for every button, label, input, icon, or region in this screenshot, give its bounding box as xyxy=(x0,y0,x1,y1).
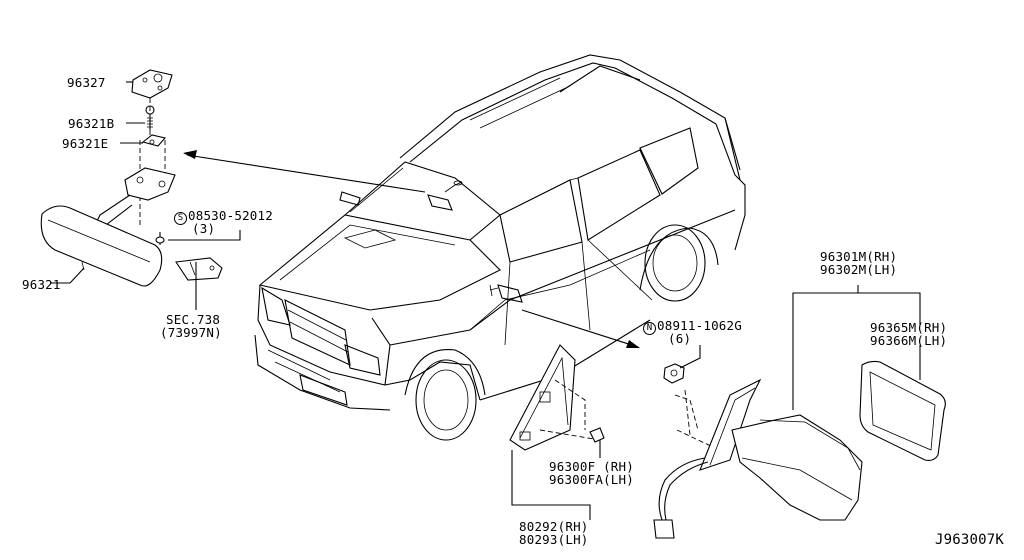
s-circle-icon: S xyxy=(174,212,187,225)
leader-lines xyxy=(50,81,921,520)
part-label-96321: 96321 xyxy=(22,277,61,292)
part-label-80293: 80293(LH) xyxy=(519,532,589,547)
interior-mirror-assembly xyxy=(40,69,223,287)
part-qty-08530: (3) xyxy=(192,221,216,236)
part-label-96300f: 96300F (RH) xyxy=(549,459,634,474)
part-label-96300fa: 96300FA(LH) xyxy=(549,472,634,487)
part-label-80292: 80292(RH) xyxy=(519,519,589,534)
part-number: 08530-52012 xyxy=(188,208,273,223)
part-qty-08911: (6) xyxy=(668,331,692,346)
part-label-96366m: 96366M(LH) xyxy=(870,333,948,348)
part-number: 08911-1062G xyxy=(657,318,742,333)
part-label-96301m: 96301M(RH) xyxy=(820,249,898,264)
part-label-96321b: 96321B xyxy=(68,116,115,131)
part-label-96302m: 96302M(LH) xyxy=(820,262,898,277)
section-label-738: SEC.738 xyxy=(166,312,221,327)
diagram-id: J963007K xyxy=(935,532,1005,548)
suv-illustration xyxy=(254,54,746,441)
door-mirror-assembly xyxy=(509,344,946,539)
part-label-96327: 96327 xyxy=(67,75,106,90)
part-label-96365m: 96365M(RH) xyxy=(870,320,948,335)
callout-arrows xyxy=(183,150,640,348)
n-circle-icon: N xyxy=(643,322,656,335)
part-label-96321e: 96321E xyxy=(62,136,109,151)
section-sublabel-73997n: (73997N) xyxy=(160,325,222,340)
